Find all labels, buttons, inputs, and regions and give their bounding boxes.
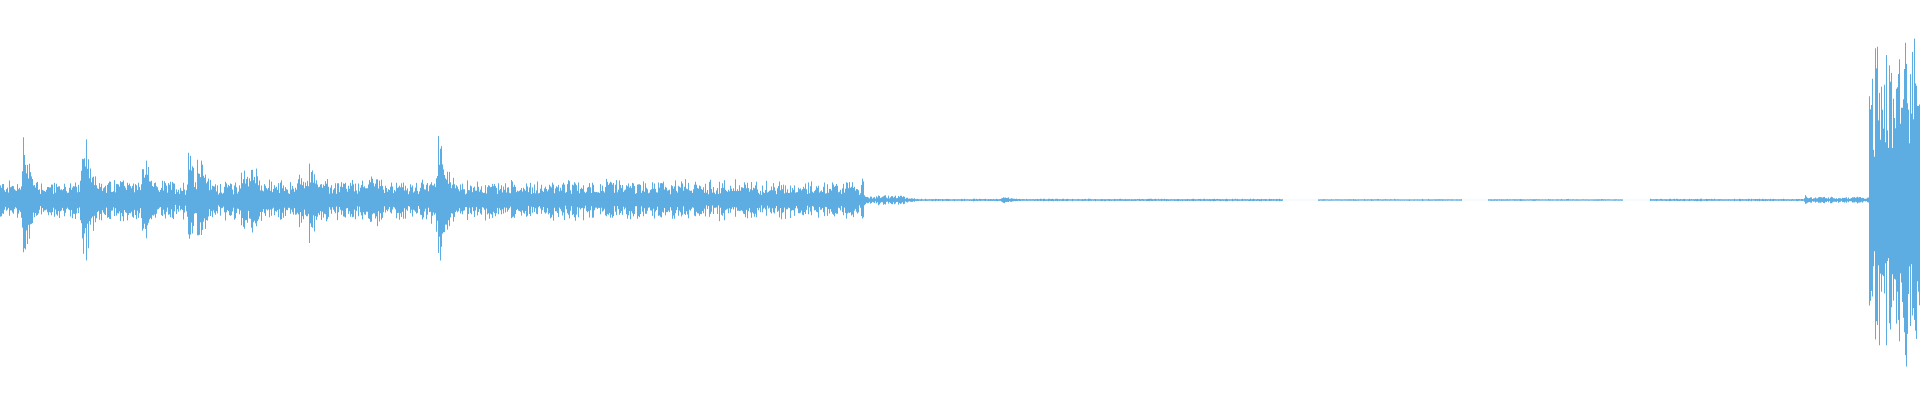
waveform-bars bbox=[0, 38, 1920, 367]
